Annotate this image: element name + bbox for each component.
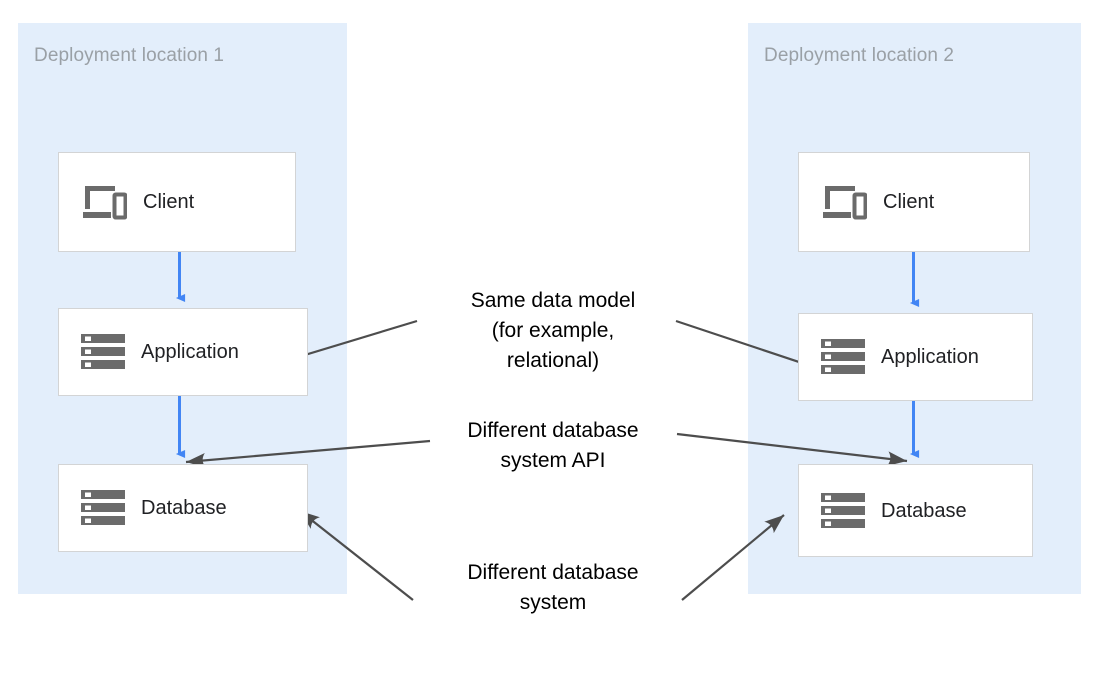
node-label: Client: [883, 191, 935, 213]
annotation-line: Different database: [467, 561, 639, 584]
server-stack-icon: [81, 332, 125, 372]
node-database-location-2[interactable]: Database: [798, 464, 1033, 557]
node-label: Client: [143, 191, 195, 213]
deployment-location-2-title: Deployment location 2: [764, 45, 955, 66]
annotation-different-database-system: Different database system: [431, 558, 675, 618]
server-stack-icon: [821, 337, 865, 377]
node-label: Database: [881, 499, 967, 522]
devices-icon: [81, 182, 128, 222]
node-client-location-2[interactable]: Client: [798, 152, 1030, 252]
annotation-line: system: [519, 591, 587, 614]
node-label: Application: [141, 341, 239, 363]
annotation-different-database-system-api: Different database system API: [431, 416, 675, 476]
annotation-line: system API: [500, 449, 606, 472]
node-client-location-1[interactable]: Client: [58, 152, 296, 252]
server-stack-icon: [81, 488, 125, 528]
annotation-line: (for example,: [491, 319, 615, 342]
node-application-location-1[interactable]: Application: [58, 308, 308, 396]
deployment-location-1-title: Deployment location 1: [34, 45, 225, 66]
node-label: Application: [881, 346, 979, 368]
node-database-location-1[interactable]: Database: [58, 464, 308, 552]
server-stack-icon: [821, 491, 865, 531]
annotation-line: Different database: [467, 419, 639, 442]
annotation-same-data-model: Same data model (for example, relational…: [431, 286, 675, 376]
annotation-line: Same data model: [470, 289, 636, 312]
node-application-location-2[interactable]: Application: [798, 313, 1033, 401]
devices-icon: [821, 182, 868, 222]
annotation-line: relational): [506, 349, 600, 372]
node-label: Database: [141, 497, 227, 519]
